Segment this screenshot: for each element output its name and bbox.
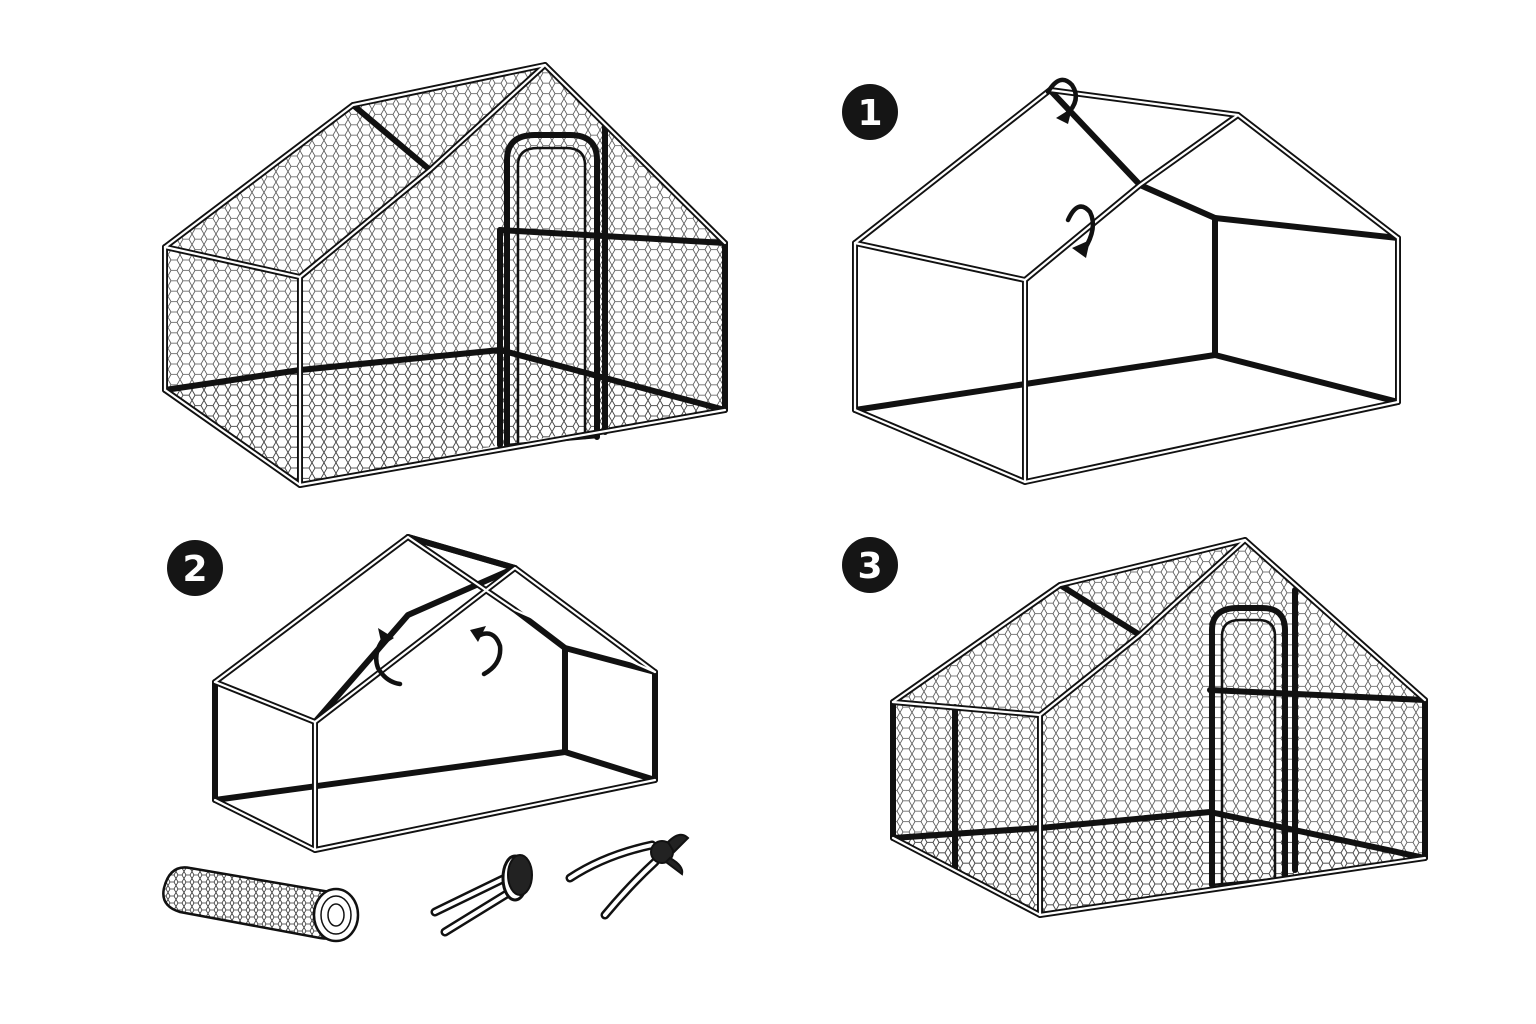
step-2-group: 2 (162, 534, 690, 943)
step-3-number: 3 (857, 546, 882, 587)
wire-cutter-pliers-icon (565, 833, 690, 920)
step-3-finished-coop (890, 537, 1428, 918)
rotate-arrow-icon (470, 626, 503, 677)
step-3-badge: 3 (842, 537, 898, 593)
rotate-arrow-icon (374, 628, 403, 687)
step-1-frame (852, 87, 1401, 485)
step-3-group: 3 (842, 537, 1428, 918)
step-1-badge: 1 (842, 84, 898, 140)
mesh-roll-icon (162, 866, 360, 943)
rotate-arrow-icon (1065, 204, 1096, 258)
step-1-number: 1 (857, 93, 882, 134)
finished-coop-overview (162, 62, 728, 488)
step-2-number: 2 (182, 549, 207, 590)
step-2-frame (212, 534, 658, 853)
step-1-group: 1 (842, 77, 1401, 485)
ground-anchor-icon (430, 854, 533, 937)
rotate-arrow-icon (1045, 77, 1079, 124)
step-2-badge: 2 (167, 540, 223, 596)
